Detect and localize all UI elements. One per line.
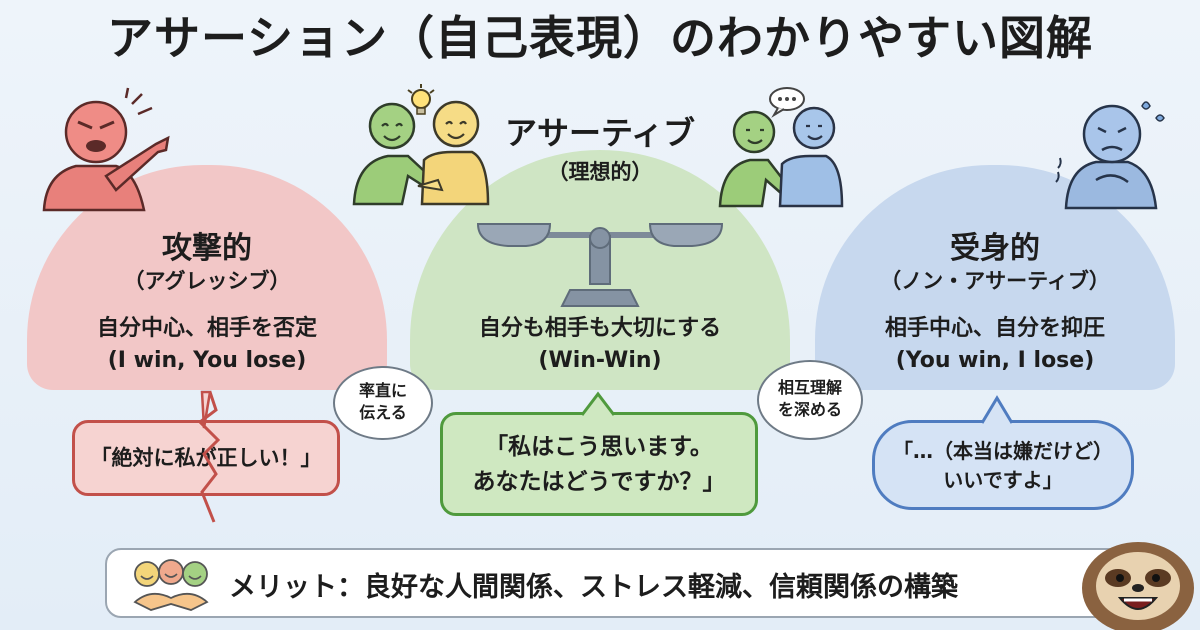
note-understanding-line1: 相互理解 xyxy=(777,378,842,397)
happy-faces-handshake-icon xyxy=(133,559,209,611)
note-direct-bubble: 率直に 伝える xyxy=(333,366,433,440)
angry-pointing-person-icon xyxy=(42,87,170,212)
passive-desc-en: (You win, I lose) xyxy=(895,348,1095,373)
lightbulb-icon xyxy=(407,84,435,115)
aggressive-name: 攻撃的 xyxy=(162,231,252,266)
passive-quote-line2: いいですよ」 xyxy=(943,468,1063,492)
aggressive-desc-en: (I win, You lose) xyxy=(107,348,307,373)
balance-scale-icon xyxy=(476,223,724,307)
assertive-sub: （理想的） xyxy=(547,160,653,184)
merit-banner: メリット：良好な人間関係、ストレス軽減、信頼関係の構築 xyxy=(105,548,1125,618)
sloth-mascot-icon xyxy=(1082,542,1194,630)
assertive-bubble-tail xyxy=(580,391,616,416)
assertive-quote-line1: 「私はこう思います。 xyxy=(485,434,713,460)
passive-name: 受身的 xyxy=(950,231,1040,266)
note-direct-line2: 伝える xyxy=(359,403,407,422)
passive-desc: 相手中心、自分を抑圧 xyxy=(884,316,1105,341)
assertive-name: アサーティブ xyxy=(504,114,696,152)
speech-bubble-icon xyxy=(769,87,805,118)
assertive-quote-bubble: 「私はこう思います。 あなたはどうですか？」 xyxy=(440,412,758,516)
assertive-desc: 自分も相手も大切にする xyxy=(478,316,722,341)
aggressive-desc: 自分中心、相手を否定 xyxy=(96,316,317,341)
passive-quote-line1: 「…（本当は嫌だけど） xyxy=(893,439,1113,463)
note-understanding-bubble: 相互理解 を深める xyxy=(757,360,863,440)
passive-sub: （ノン・アサーティブ） xyxy=(880,269,1110,293)
merit-text: メリット：良好な人間関係、ストレス軽減、信頼関係の構築 xyxy=(229,572,958,603)
aggressive-sub: （アグレッシブ） xyxy=(123,269,291,293)
passive-bubble-tail xyxy=(980,395,1014,424)
note-understanding-line2: を深める xyxy=(777,400,842,419)
handshake-people-icon xyxy=(352,100,490,206)
worried-person-icon xyxy=(1055,101,1165,210)
crack-icon xyxy=(197,390,221,523)
page-title: アサーション（自己表現）のわかりやすい図解 xyxy=(106,11,1094,65)
handshake-people-icon xyxy=(718,106,844,208)
assertive-desc-en: (Win-Win) xyxy=(538,348,662,373)
note-direct-line1: 率直に xyxy=(358,381,407,400)
passive-quote-bubble: 「…（本当は嫌だけど） いいですよ」 xyxy=(872,420,1134,510)
assertive-quote-line2: あなたはどうですか？」 xyxy=(472,469,726,495)
